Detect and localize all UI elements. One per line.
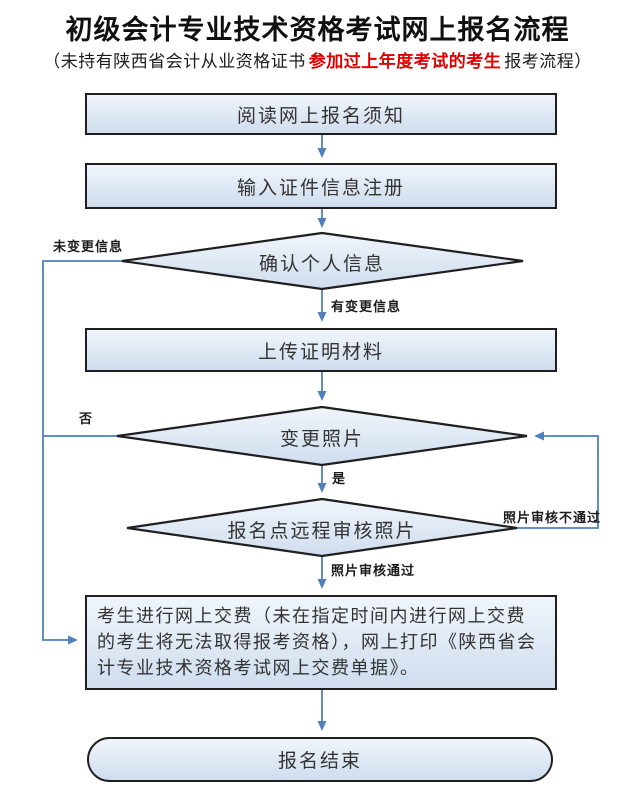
label-no-change-info: 未变更信息	[53, 239, 124, 254]
node-remote-review-shape	[126, 497, 518, 558]
page-title: 初级会计专业技术资格考试网上报名流程	[65, 15, 570, 45]
node-finish: 报名结束	[87, 737, 553, 782]
edge-review-fail-loop	[517, 431, 599, 529]
node-change-photo-shape	[116, 405, 528, 467]
subtitle-suffix: 报考流程）	[504, 52, 592, 71]
subtitle-prefix: （未持有陕西省会计从业资格证书	[43, 52, 306, 71]
edge-bypass-left	[42, 260, 122, 645]
node-read-notice: 阅读网上报名须知	[85, 93, 557, 135]
subtitle-highlight: 参加过上年度考试的考生	[308, 52, 502, 71]
node-confirm-info-shape	[121, 231, 524, 291]
label-has-change-info: 有变更信息	[331, 299, 402, 314]
label-no: 否	[79, 411, 94, 426]
node-confirm-info-label: 确认个人信息	[258, 254, 385, 275]
node-change-photo-label: 变更照片	[279, 429, 364, 450]
label-yes: 是	[332, 471, 347, 486]
node-register: 输入证件信息注册	[85, 163, 557, 209]
page-subtitle: （未持有陕西省会计从业资格证书参加过上年度考试的考生报考流程）	[0, 47, 635, 72]
label-review-fail: 照片审核不通过	[503, 510, 602, 525]
node-pay-online: 考生进行网上交费（未在指定时间内进行网上交费的考生将无法取得报考资格），网上打印…	[85, 595, 557, 690]
label-review-pass: 照片审核通过	[331, 563, 416, 578]
node-remote-review-label: 报名点远程审核照片	[227, 521, 417, 542]
node-upload-materials: 上传证明材料	[85, 328, 557, 372]
